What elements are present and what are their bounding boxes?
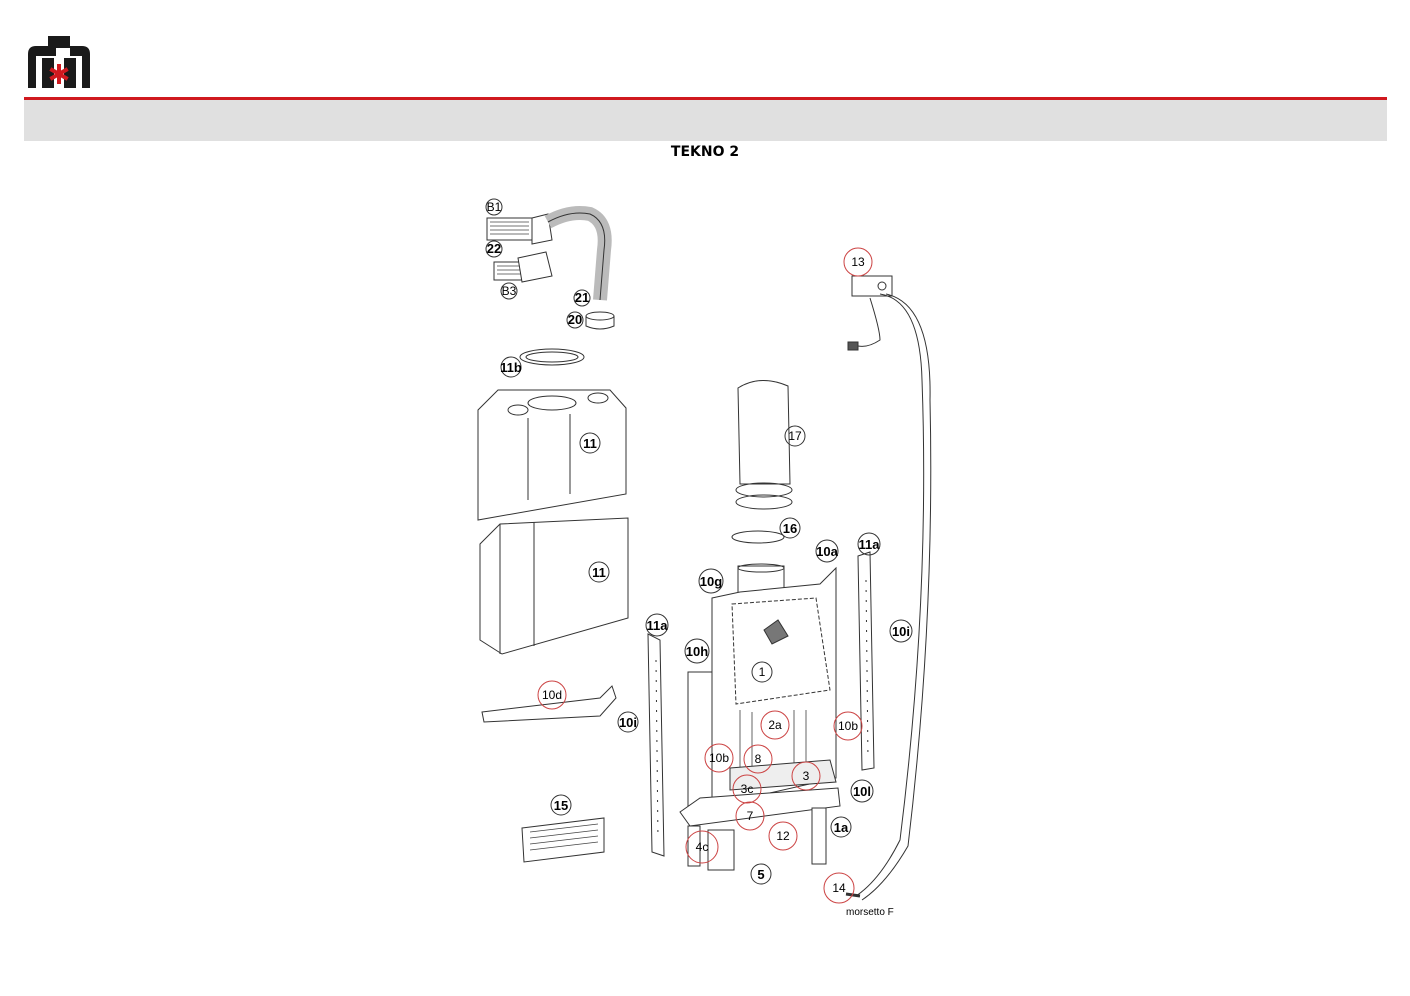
callout-10h: 10h xyxy=(686,644,708,659)
collar-20 xyxy=(585,311,615,330)
callout-10d: 10d xyxy=(542,688,562,702)
callout-10b-right: 10b xyxy=(838,719,858,733)
callout-16: 16 xyxy=(783,521,797,536)
firebox-body xyxy=(679,563,841,871)
smoke-pipe-17 xyxy=(735,380,793,510)
ring-11b xyxy=(519,348,585,366)
callout-10i-right: 10i xyxy=(892,624,910,639)
callout-8: 8 xyxy=(755,752,762,766)
upright-right xyxy=(857,551,875,771)
callout-10a: 10a xyxy=(816,544,838,559)
callout-14: 14 xyxy=(832,881,846,895)
cladding-lower xyxy=(479,517,629,655)
control-unit-13 xyxy=(845,275,932,901)
callout-B1: B1 xyxy=(487,200,502,214)
callout-11-bottom: 11 xyxy=(592,565,606,580)
upright-left xyxy=(647,633,665,857)
callout-17: 17 xyxy=(788,429,802,443)
deflector-10d xyxy=(481,685,617,723)
callout-11a-left: 11a xyxy=(647,618,669,633)
page-title: TEKNO 2 xyxy=(670,144,740,160)
callout-7: 7 xyxy=(747,809,754,823)
header-band xyxy=(24,100,1387,141)
terminal-caption: morsetto F xyxy=(846,907,894,918)
callout-20: 20 xyxy=(568,312,582,327)
callout-B3: B3 xyxy=(502,284,517,298)
callout-10i-left: 10i xyxy=(619,715,637,730)
callout-1: 1 xyxy=(759,665,766,679)
band-16 xyxy=(731,530,785,544)
air-grille-b3 xyxy=(493,251,553,283)
callout-2a: 2a xyxy=(768,718,782,732)
callout-11b: 11b xyxy=(500,360,522,375)
callout-10b-left: 10b xyxy=(709,751,729,765)
callout-11a-right: 11a xyxy=(859,537,881,552)
callout-22: 22 xyxy=(487,241,501,256)
callout-13: 13 xyxy=(851,255,865,269)
header-red-rule xyxy=(24,97,1387,100)
callout-10l: 10l xyxy=(853,784,871,799)
air-grille-b1 xyxy=(486,213,553,245)
callout-3c: 3c xyxy=(741,782,754,796)
callout-11-top: 11 xyxy=(583,436,597,451)
callout-21: 21 xyxy=(575,290,589,305)
grille-15 xyxy=(521,817,605,863)
brand-logo xyxy=(28,36,90,88)
callout-1a: 1a xyxy=(834,820,849,835)
callout-5: 5 xyxy=(757,867,764,882)
flex-hose xyxy=(544,206,612,301)
callout-15: 15 xyxy=(554,798,568,813)
callout-12: 12 xyxy=(776,829,790,843)
callout-4c: 4c xyxy=(696,840,709,854)
callout-3: 3 xyxy=(803,769,810,783)
cladding-upper xyxy=(477,389,627,521)
callout-10g: 10g xyxy=(700,574,722,589)
